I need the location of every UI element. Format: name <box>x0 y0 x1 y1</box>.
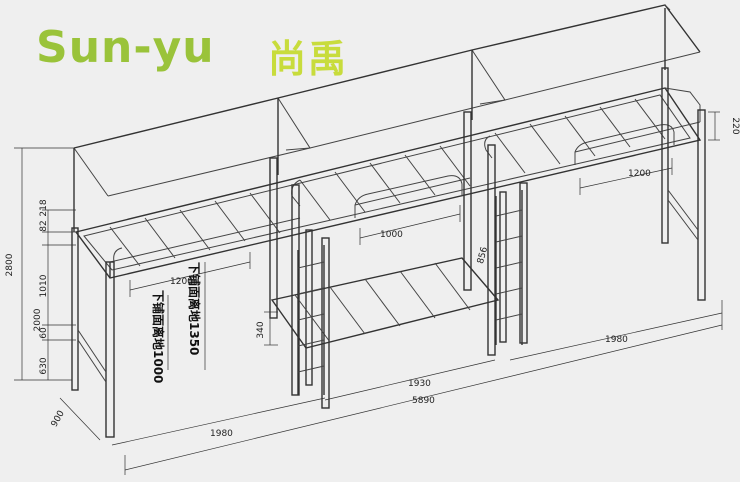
brand-name: Sun-yu <box>36 22 215 73</box>
upper-deck <box>74 87 702 279</box>
brand-logo: Sun-yu <box>36 22 215 73</box>
dim-1200-left: 1200 <box>170 277 193 287</box>
lower-deck <box>270 257 500 349</box>
dim-900: 900 <box>50 409 67 429</box>
dim-856: 856 <box>476 246 490 265</box>
dimension-labels: 2800 2000 82 218 1010 60 630 340 220 900… <box>5 117 740 439</box>
dimension-lines <box>14 111 723 475</box>
dim-1980-left: 1980 <box>210 429 233 439</box>
ladders <box>297 190 523 395</box>
dim-1000: 1000 <box>380 230 403 240</box>
note-lower-1350: 下铺面离地1350 <box>187 262 202 355</box>
dim-1010: 1010 <box>39 274 49 297</box>
bed-posts <box>71 67 706 438</box>
dim-220: 220 <box>730 117 740 134</box>
height-notes: 下铺面离地1000 下铺面离地1350 <box>151 262 202 383</box>
dim-1930: 1930 <box>408 379 431 389</box>
dim-60: 60 <box>39 327 49 339</box>
dim-1200-right: 1200 <box>628 169 651 179</box>
dim-5890: 5890 <box>412 396 435 406</box>
dim-218: 218 <box>39 199 49 216</box>
dim-630: 630 <box>39 357 49 374</box>
dim-2000: 2000 <box>33 308 43 331</box>
canopy-frame <box>73 4 701 232</box>
brand-logo-cn: 尚禹 <box>268 28 348 83</box>
dim-2800: 2800 <box>5 253 15 276</box>
brand-name-cn: 尚禹 <box>268 37 349 81</box>
dim-340: 340 <box>256 321 266 338</box>
dim-1980-right: 1980 <box>605 335 628 345</box>
note-lower-1000: 下铺面离地1000 <box>151 290 166 383</box>
dim-82: 82 <box>39 220 49 231</box>
